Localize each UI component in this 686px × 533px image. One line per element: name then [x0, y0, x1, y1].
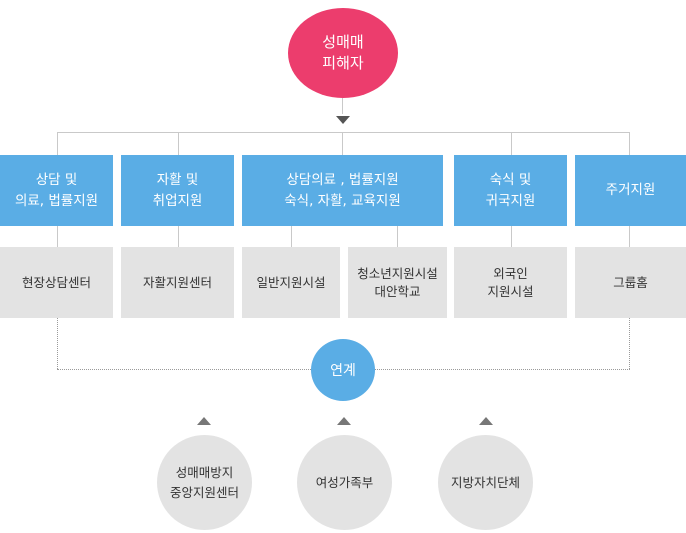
category-label: 취업지원 [152, 192, 203, 209]
arrow-up-icon [479, 417, 493, 425]
linkage-node: 연계 [311, 339, 375, 401]
dotted-line-bottom-left [57, 369, 311, 370]
org-central-support-center: 성매매방지 중앙지원센터 [157, 435, 252, 530]
sub-connector-2 [178, 226, 179, 247]
facility-field-counseling-center: 현장상담센터 [0, 247, 113, 318]
category-housing: 주거지원 [575, 155, 686, 226]
facility-self-support-center: 자활지원센터 [121, 247, 234, 318]
org-local-government: 지방자치단체 [438, 435, 533, 530]
sub-connector-5 [629, 226, 630, 247]
facility-foreigner-support: 외국인 지원시설 [454, 247, 567, 318]
facility-label: 일반지원시설 [256, 274, 326, 290]
sub-connector-3b [397, 226, 398, 247]
arrow-up-icon [337, 417, 351, 425]
facility-label: 대안학교 [374, 283, 421, 299]
category-label: 의료, 법률지원 [14, 192, 99, 209]
org-label: 중앙지원센터 [169, 484, 239, 500]
arrow-down-icon [336, 116, 350, 124]
arrow-up-icon [197, 417, 211, 425]
sub-connector-1 [57, 226, 58, 247]
category-label: 자활 및 [156, 171, 199, 188]
facility-label: 그룹홈 [613, 274, 648, 290]
category-self-support-employment: 자활 및 취업지원 [121, 155, 234, 226]
branch-connector-3 [342, 132, 343, 155]
category-counseling-legal: 상담 및 의료, 법률지원 [0, 155, 113, 226]
dotted-line-left [57, 318, 58, 369]
facility-label: 외국인 [493, 265, 528, 281]
root-node-victim: 성매매 피해자 [288, 8, 398, 98]
facility-group-home: 그룹홈 [575, 247, 686, 318]
org-label: 성매매방지 [175, 464, 234, 480]
org-label: 지방자치단체 [450, 474, 520, 490]
facility-label: 지원시설 [487, 283, 534, 299]
dotted-line-right [629, 318, 630, 369]
category-label: 숙식, 자활, 교육지원 [284, 192, 401, 209]
root-label-line-2: 피해자 [322, 54, 364, 72]
category-lodging-repatriation: 숙식 및 귀국지원 [454, 155, 567, 226]
org-label: 여성가족부 [315, 474, 374, 490]
sub-connector-4 [511, 226, 512, 247]
facility-general-support: 일반지원시설 [242, 247, 340, 318]
facility-label: 자활지원센터 [142, 274, 212, 290]
branch-connector-1 [57, 132, 58, 155]
facility-label: 청소년지원시설 [357, 265, 438, 281]
dotted-line-bottom-right [375, 369, 630, 370]
branch-connector-4 [511, 132, 512, 155]
branch-connector-5 [629, 132, 630, 155]
linkage-label: 연계 [330, 363, 356, 379]
trunk-top-connector [342, 98, 343, 114]
category-label: 주거지원 [605, 182, 656, 198]
horizontal-branch-line [57, 132, 629, 133]
category-shelter-education: 상담의료 , 법률지원 숙식, 자활, 교육지원 [242, 155, 443, 226]
facility-label: 현장상담센터 [21, 274, 91, 290]
category-label: 상담의료 , 법률지원 [286, 171, 399, 188]
facility-youth-support: 청소년지원시설 대안학교 [348, 247, 447, 318]
category-label: 숙식 및 [489, 171, 532, 188]
branch-connector-2 [178, 132, 179, 155]
sub-connector-3a [291, 226, 292, 247]
category-label: 귀국지원 [485, 192, 536, 209]
category-label: 상담 및 [35, 171, 78, 188]
root-label-line-1: 성매매 [322, 33, 364, 51]
org-ministry-gender-family: 여성가족부 [297, 435, 392, 530]
